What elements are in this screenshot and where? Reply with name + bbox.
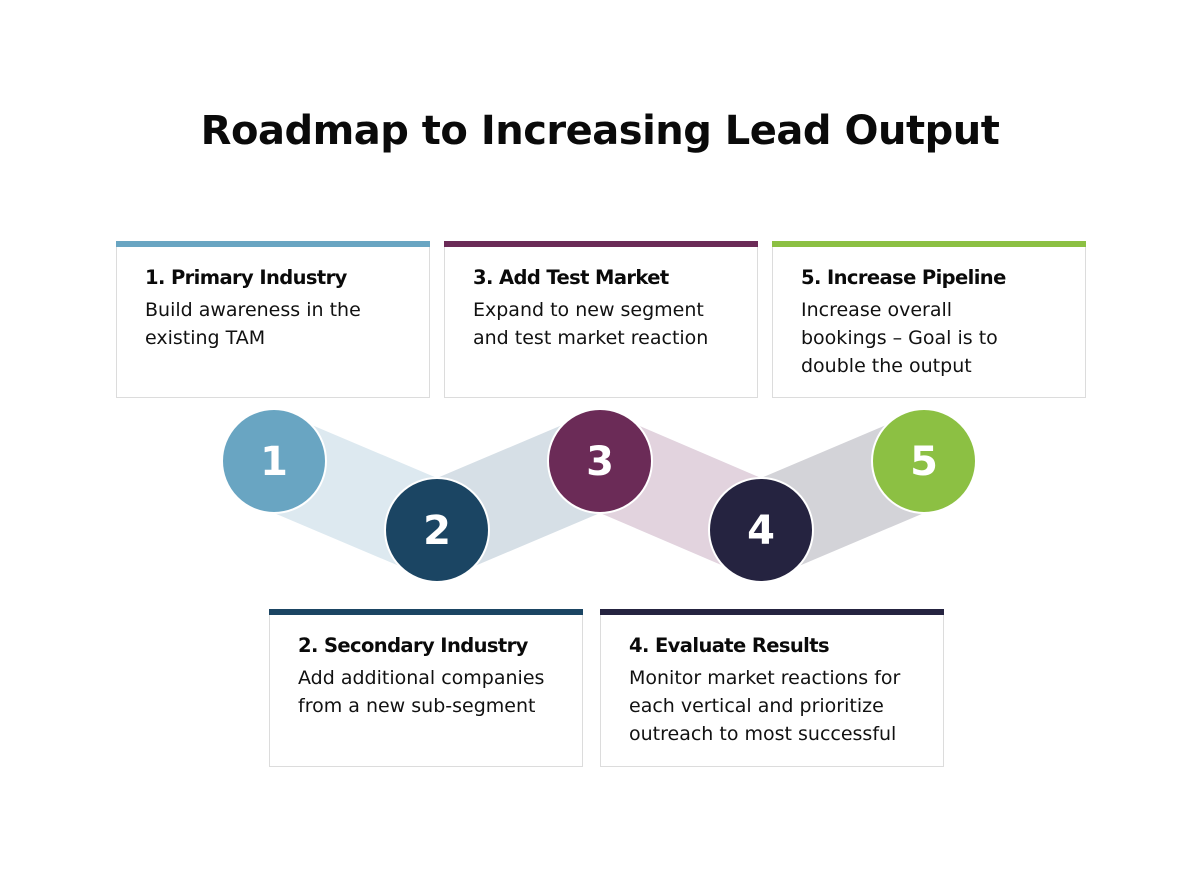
step-circle-5-number: 5 [910,439,938,485]
step-card-1-line-2: existing TAM [145,327,266,349]
step-circle-1-number: 1 [260,439,288,485]
step-card-2-description: Add additional companies from a new sub-… [298,664,588,720]
step-card-2-line-1: Add additional companies [298,667,545,689]
step-card-4-line-1: Monitor market reactions for [629,667,901,689]
step-circle-3-number: 3 [586,439,614,485]
step-circle-4-disc [708,477,814,583]
step-card-1-description: Build awareness in the existing TAM [145,296,435,352]
step-card-2-heading: 2. Secondary Industry [298,634,528,657]
step-card-4-line-2: each vertical and prioritize [629,695,884,717]
step-circle-2-disc [384,477,490,583]
step-card-5-line-1: Increase overall [801,299,953,321]
step-circle-5: 5 [871,408,977,514]
step-card-2-line-2: from a new sub-segment [298,695,536,717]
step-card-3-accent-bar [444,241,758,247]
step-card-1: 1. Primary Industry Build awareness in t… [116,241,430,398]
step-circles: 1 2 3 4 5 [221,408,977,583]
step-card-4-description: Monitor market reactions for each vertic… [629,664,939,748]
step-circle-4: 4 [708,477,814,583]
step-circle-1-disc [221,408,327,514]
step-card-5-description: Increase overall bookings – Goal is to d… [801,296,1091,380]
step-card-3-heading: 3. Add Test Market [473,266,669,289]
step-circle-2: 2 [384,477,490,583]
step-card-5-heading: 5. Increase Pipeline [801,266,1006,289]
step-card-4-accent-bar [600,609,944,615]
step-card-2-accent-bar [269,609,583,615]
step-card-3-line-1: Expand to new segment [473,299,704,321]
page-title: Roadmap to Increasing Lead Output [200,108,1000,154]
step-circle-3: 3 [547,408,653,514]
step-card-4: 4. Evaluate Results Monitor market react… [600,609,944,767]
step-circle-4-number: 4 [747,508,775,554]
step-card-1-accent-bar [116,241,430,247]
step-card-5: 5. Increase Pipeline Increase overall bo… [772,241,1086,398]
step-card-3-description: Expand to new segment and test market re… [473,296,763,352]
step-card-5-accent-bar [772,241,1086,247]
step-card-5-line-3: double the output [801,355,972,377]
step-card-1-line-1: Build awareness in the [145,299,361,321]
step-card-4-heading: 4. Evaluate Results [629,634,830,657]
step-circle-1: 1 [221,408,327,514]
step-card-3-line-2: and test market reaction [473,327,709,349]
step-circle-2-number: 2 [423,508,451,554]
step-card-5-line-2: bookings – Goal is to [801,327,998,349]
step-circle-5-disc [871,408,977,514]
step-circle-3-disc [547,408,653,514]
step-card-4-line-3: outreach to most successful [629,723,897,745]
step-card-2: 2. Secondary Industry Add additional com… [269,609,583,767]
step-card-3: 3. Add Test Market Expand to new segment… [444,241,758,398]
step-card-1-heading: 1. Primary Industry [145,266,347,289]
